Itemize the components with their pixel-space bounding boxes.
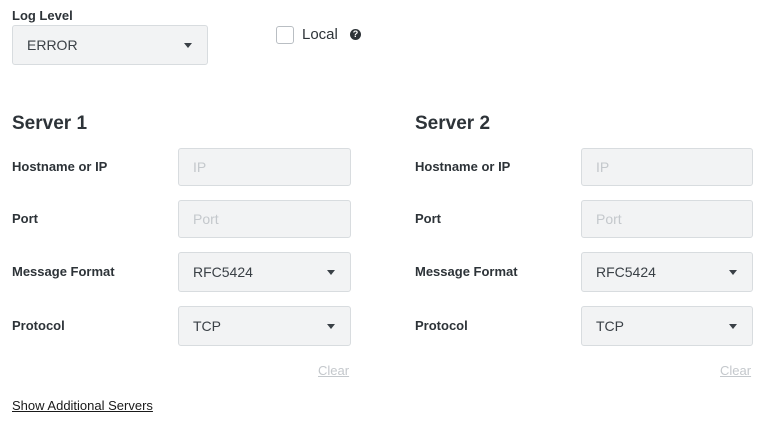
server-1-protocol-select[interactable]: TCP	[178, 306, 351, 346]
log-level-select[interactable]: ERROR	[12, 25, 208, 65]
server-1-heading: Server 1	[12, 113, 88, 134]
server-2-heading: Server 2	[415, 113, 491, 134]
server-2-protocol-label: Protocol	[415, 318, 468, 333]
chevron-down-icon	[729, 324, 737, 329]
server-1-hostname-input[interactable]	[178, 148, 351, 186]
server-1-protocol-value: TCP	[193, 318, 221, 334]
server-2-format-label: Message Format	[415, 264, 518, 279]
local-label: Local	[302, 26, 338, 43]
server-2-port-input[interactable]	[581, 200, 753, 238]
log-level-label: Log Level	[12, 8, 73, 23]
server-1-format-select[interactable]: RFC5424	[178, 252, 351, 292]
server-2-protocol-select[interactable]: TCP	[581, 306, 753, 346]
server-2-format-select[interactable]: RFC5424	[581, 252, 753, 292]
chevron-down-icon	[327, 324, 335, 329]
server-1-format-label: Message Format	[12, 264, 115, 279]
server-1-port-label: Port	[12, 211, 38, 226]
chevron-down-icon	[184, 43, 192, 48]
chevron-down-icon	[327, 270, 335, 275]
server-2-port-label: Port	[415, 211, 441, 226]
server-2-protocol-value: TCP	[596, 318, 624, 334]
show-additional-servers-link[interactable]: Show Additional Servers	[12, 398, 153, 413]
server-1-port-input[interactable]	[178, 200, 351, 238]
server-2-hostname-label: Hostname or IP	[415, 159, 511, 174]
question-circle-icon[interactable]: ?	[350, 29, 361, 40]
chevron-down-icon	[729, 270, 737, 275]
server-2-hostname-input[interactable]	[581, 148, 753, 186]
server-1-format-value: RFC5424	[193, 264, 253, 280]
server-1-clear-button[interactable]: Clear	[318, 363, 350, 378]
local-checkbox[interactable]	[276, 26, 294, 44]
log-level-value: ERROR	[27, 37, 78, 53]
server-2-clear-button[interactable]: Clear	[720, 363, 752, 378]
server-1-hostname-label: Hostname or IP	[12, 159, 108, 174]
server-2-format-value: RFC5424	[596, 264, 656, 280]
server-1-protocol-label: Protocol	[12, 318, 65, 333]
